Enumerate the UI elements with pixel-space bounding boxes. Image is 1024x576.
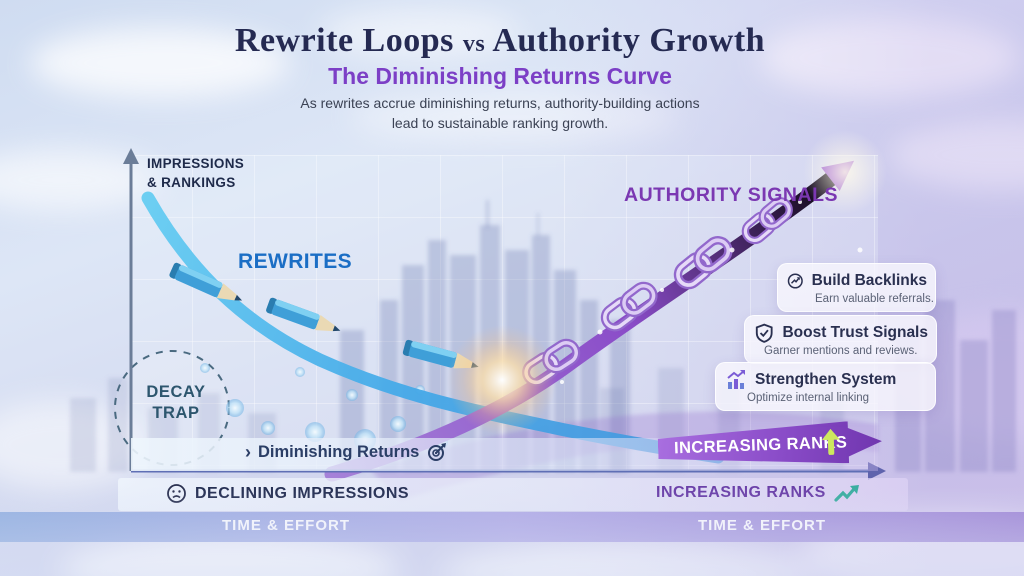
- authority-signals-label: AUTHORITY SIGNALS: [624, 184, 838, 206]
- city-skyline-right: [895, 300, 1016, 472]
- cloud: [30, 28, 290, 98]
- diminishing-returns-label: Diminishing Returns: [258, 443, 420, 461]
- card-subtitle: Earn valuable referrals.: [815, 293, 934, 305]
- card-strengthen-system: Strengthen System Optimize internal link…: [715, 362, 936, 411]
- title-part2: Authority Growth: [492, 22, 766, 59]
- title-part1: Rewrite Loops: [234, 22, 454, 59]
- decay-trap-label: DECAY TRAP: [146, 383, 206, 422]
- increasing-ranks-banner: INCREASING RANKS: [657, 420, 882, 470]
- cloud: [320, 8, 520, 58]
- card-build-backlinks: Build Backlinks Earn valuable referrals.: [777, 263, 936, 312]
- lime-up-arrow-icon: [819, 428, 842, 455]
- card-boost-trust-signals: Boost Trust Signals Garner mentions and …: [744, 315, 937, 364]
- sparkles: [560, 200, 863, 384]
- title-vs: vs: [462, 31, 486, 57]
- rewrites-label: REWRITES: [238, 250, 353, 273]
- bar-chart-icon: [727, 370, 745, 389]
- page-title: Rewrite Loops vs Authority Growth: [0, 22, 1000, 60]
- card-subtitle: Optimize internal linking: [747, 392, 870, 404]
- y-axis-arrow-icon: [123, 148, 139, 164]
- target-icon: [428, 443, 447, 461]
- chain-link-icon: [601, 282, 658, 332]
- chevron-right-icon: ›: [245, 442, 251, 462]
- diminishing-returns-annotation: › Diminishing Returns: [245, 442, 447, 463]
- arrow-tip-glow: [803, 130, 887, 214]
- card-title: Strengthen System: [755, 371, 897, 388]
- page-subtitle: The Diminishing Returns Curve: [328, 63, 672, 89]
- description-line2: lead to sustainable ranking growth.: [391, 115, 609, 131]
- cloud: [760, 18, 1020, 98]
- description-line1: As rewrites accrue diminishing returns, …: [300, 95, 700, 111]
- y-axis-label: IMPRESSIONS & RANKINGS: [147, 156, 245, 190]
- card-title: Boost Trust Signals: [782, 324, 928, 341]
- trend-circle-icon: [787, 273, 803, 289]
- y-axis: [123, 148, 139, 471]
- bottom-haze: [0, 486, 1024, 576]
- card-subtitle: Garner mentions and reviews.: [764, 345, 918, 357]
- chain-link-icon: [674, 236, 733, 289]
- shield-check-icon: [755, 323, 773, 343]
- intersection-glow: [447, 325, 557, 435]
- card-title: Build Backlinks: [811, 272, 927, 289]
- cloud: [350, 92, 680, 142]
